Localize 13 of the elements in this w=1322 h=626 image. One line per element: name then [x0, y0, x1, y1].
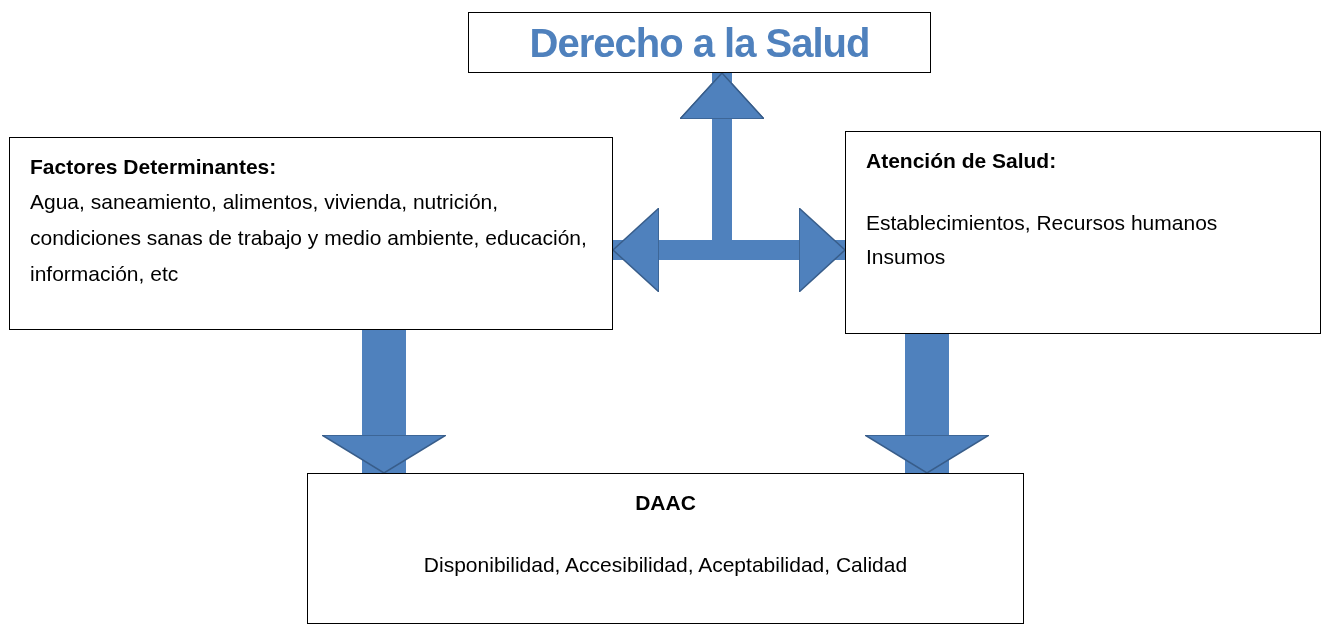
text-box [845, 131, 1321, 334]
heading: Factores Determinantes: [30, 154, 278, 180]
body-text: Agua, saneamiento, alimentos, vivienda, nutrición, condiciones sanas de trabajo y medio ambiente, educación, información, etc [30, 189, 588, 287]
text-box [468, 12, 931, 73]
body-text: Establecimientos, Recursos humanos Insumos [866, 210, 1219, 270]
heading: DAAC [634, 490, 697, 516]
heading: Atención de Salud: [866, 148, 1058, 174]
text-box [9, 137, 613, 330]
block-arrow [864, 334, 990, 474]
body-text: Disponibilidad, Accesibilidad, Aceptabilidad, Calidad [422, 552, 909, 578]
block-arrow [321, 330, 447, 474]
text-box [307, 473, 1024, 624]
title: Derecho a la Salud [528, 20, 871, 67]
